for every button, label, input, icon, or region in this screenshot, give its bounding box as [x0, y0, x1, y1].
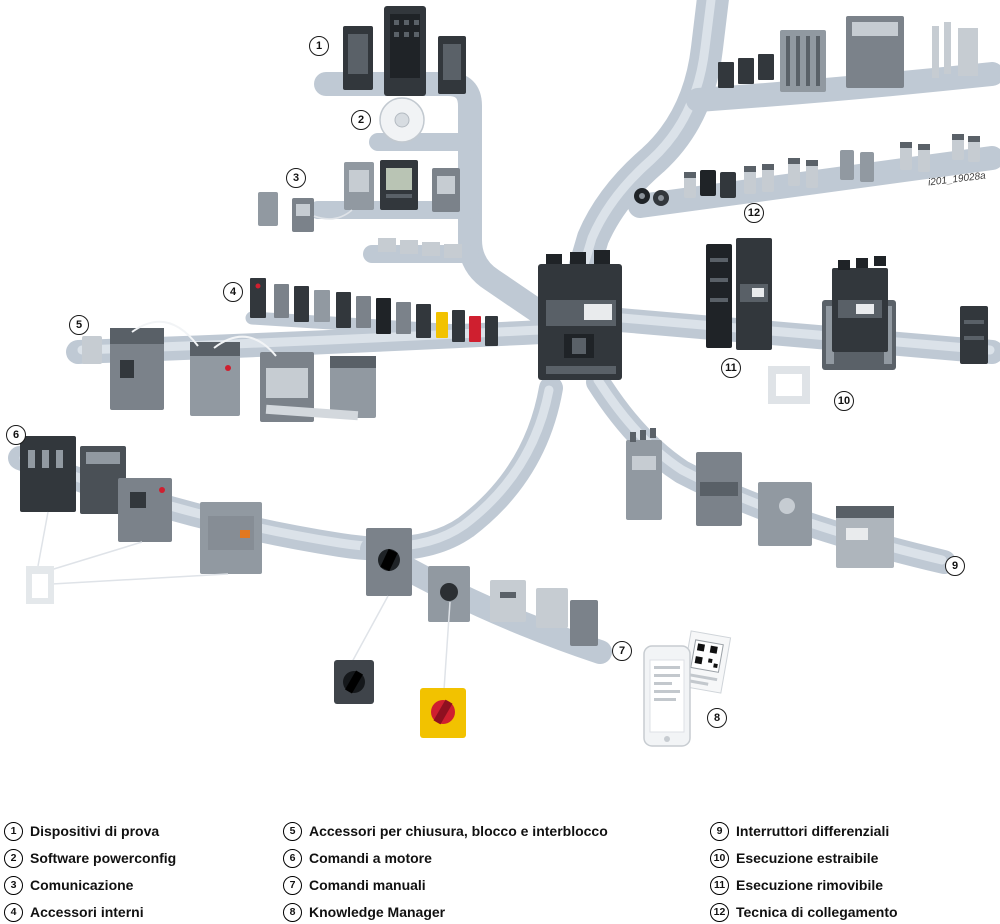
legend-number: 3: [4, 875, 23, 895]
cluster-motor-operators: [20, 436, 262, 604]
cluster-knowledge-manager: [643, 630, 732, 747]
legend-item-11: 11 Esecuzione rimovibile: [710, 875, 898, 895]
cluster-test-devices: [343, 6, 466, 96]
legend-column-1: 1 Dispositivi di prova 2 Software powerc…: [4, 821, 177, 922]
legend-label: Accessori per chiusura, blocco e interbl…: [309, 823, 608, 839]
legend-item-1: 1 Dispositivi di prova: [4, 821, 176, 841]
legend-label: Comandi manuali: [309, 877, 426, 893]
legend-item-8: 8 Knowledge Manager: [283, 902, 608, 922]
main-circuit-breaker: [538, 250, 622, 380]
callout-1: 1: [309, 36, 329, 56]
cluster-drawout-breaker: [768, 256, 896, 404]
legend-column-2: 5 Accessori per chiusura, blocco e inter…: [283, 821, 608, 922]
legend-label: Software powerconfig: [30, 850, 177, 866]
legend-item-7: 7 Comandi manuali: [283, 875, 608, 895]
system-illustration: [8, 0, 1000, 747]
legend-label: Comandi a motore: [309, 850, 432, 866]
legend-item-10: 10 Esecuzione estraibile: [710, 848, 898, 868]
legend-number: 12: [710, 902, 729, 922]
legend-number: 11: [710, 875, 729, 895]
legend-label: Interruttori differenziali: [736, 823, 890, 839]
legend-number: 1: [4, 821, 23, 841]
legend-number: 5: [283, 821, 302, 841]
cluster-manual-operators: [334, 528, 598, 738]
callout-9: 9: [945, 556, 965, 576]
legend-item-2: 2 Software powerconfig: [4, 848, 177, 868]
callout-10: 10: [834, 391, 854, 411]
legend-column-3: 9 Interruttori differenziali 10 Esecuzio…: [710, 821, 898, 922]
legend-item-12: 12 Tecnica di collegamento: [710, 902, 898, 922]
legend-label: Comunicazione: [30, 877, 134, 893]
legend-label: Esecuzione rimovibile: [736, 877, 884, 893]
legend-number: 8: [283, 902, 302, 922]
legend-label: Dispositivi di prova: [30, 823, 160, 839]
callout-6: 6: [6, 425, 26, 445]
legend-number: 9: [710, 821, 729, 841]
callout-5: 5: [69, 315, 89, 335]
legend-number: 7: [283, 875, 302, 895]
cluster-residual-current-devices: [626, 428, 894, 568]
legend-label: Knowledge Manager: [309, 904, 446, 920]
cluster-internal-accessories: [250, 278, 498, 346]
cluster-interlock-accessories: [82, 320, 376, 422]
callout-8: 8: [707, 708, 727, 728]
cluster-removable-breakers: [706, 238, 772, 350]
legend-item-4: 4 Accessori interni: [4, 902, 176, 922]
callout-7: 7: [612, 641, 632, 661]
right-edge-device: [960, 306, 988, 364]
legend-label: Esecuzione estraibile: [736, 850, 879, 866]
legend-label: Accessori interni: [30, 904, 144, 920]
legend-number: 2: [4, 848, 23, 868]
shelf-small-covers: [378, 238, 462, 258]
cluster-communication-devices: [258, 160, 460, 232]
legend-item-9: 9 Interruttori differenziali: [710, 821, 898, 841]
cluster-connection-tech: [634, 134, 980, 206]
legend-item-5: 5 Accessori per chiusura, blocco e inter…: [283, 821, 608, 841]
callout-3: 3: [286, 168, 306, 188]
legend-number: 6: [283, 848, 302, 868]
legend-number: 10: [710, 848, 729, 868]
legend-number: 4: [4, 902, 23, 922]
cluster-powerconfig-disc: [379, 97, 425, 143]
legend-item-3: 3 Comunicazione: [4, 875, 176, 895]
callout-12: 12: [744, 203, 764, 223]
callout-11: 11: [721, 358, 741, 378]
cluster-top-right-accessories: [718, 16, 978, 92]
legend-item-6: 6 Comandi a motore: [283, 848, 608, 868]
callout-2: 2: [351, 110, 371, 130]
legend-label: Tecnica di collegamento: [736, 904, 898, 920]
callout-4: 4: [223, 282, 243, 302]
